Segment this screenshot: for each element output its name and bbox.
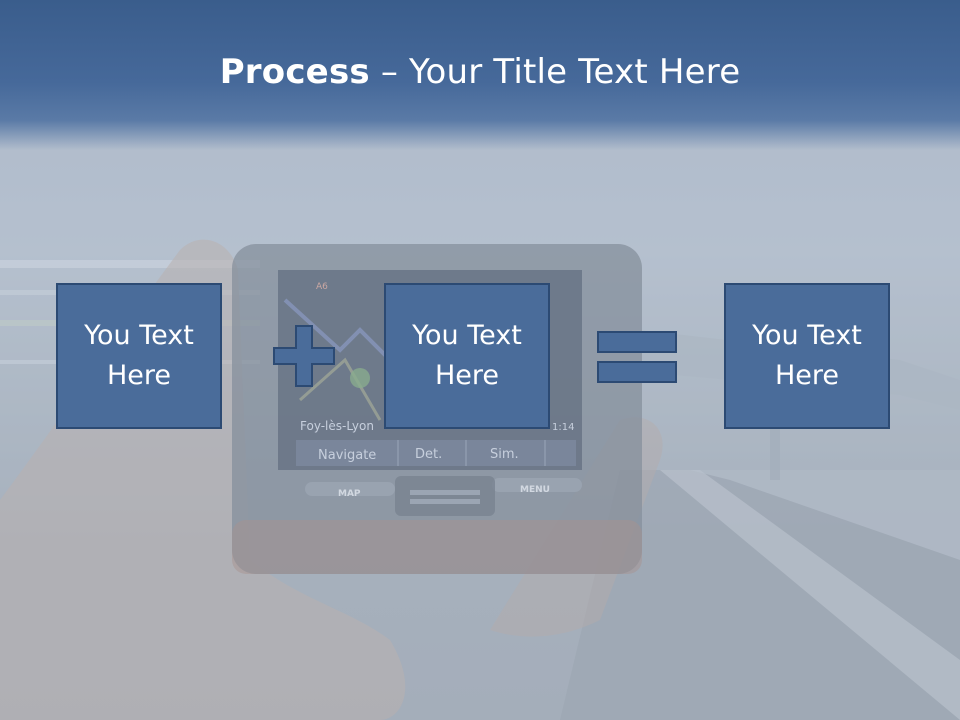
process-box-3-text: You Text Here	[752, 320, 862, 391]
title-bold: Process	[219, 52, 370, 92]
slide-title: Process – Your Title Text Here	[0, 52, 960, 92]
gps-button-sim: Sim.	[490, 447, 519, 462]
process-box-1-text: You Text Here	[84, 320, 194, 391]
process-box-3[interactable]: You Text Here	[724, 283, 890, 429]
process-box-2-text: You Text Here	[412, 320, 522, 391]
gps-road-sign: A6	[316, 282, 328, 292]
gps-time-label: 1:14	[552, 422, 574, 433]
gps-place-label: Foy-lès-Lyon	[300, 419, 374, 433]
title-rest: – Your Title Text Here	[369, 52, 741, 92]
process-box-1[interactable]: You Text Here	[56, 283, 222, 429]
gps-button-navigate: Navigate	[318, 448, 376, 463]
gps-map-label: MAP	[338, 489, 361, 499]
equals-icon	[597, 331, 677, 383]
gps-button-details: Det.	[415, 447, 442, 462]
gps-menu-label: MENU	[520, 485, 550, 495]
process-box-2[interactable]: You Text Here	[384, 283, 550, 429]
title-banner	[0, 0, 960, 150]
plus-icon	[273, 325, 335, 387]
